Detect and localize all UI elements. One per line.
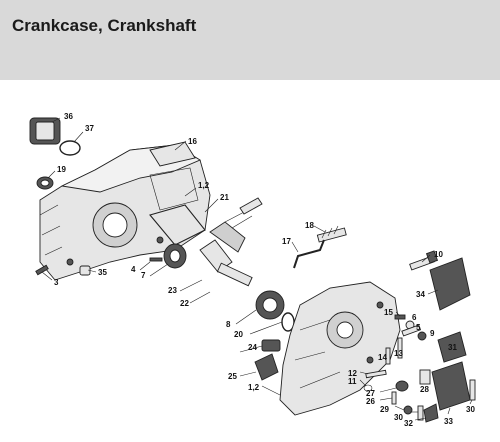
callout-31: 31	[448, 343, 457, 352]
callout-22: 22	[180, 299, 189, 308]
callout-24: 24	[248, 343, 257, 352]
callout-18: 18	[305, 221, 314, 230]
part-34-cover	[429, 257, 471, 311]
callout-11: 11	[348, 377, 357, 386]
part-19-seal	[36, 176, 54, 190]
callout-4: 4	[131, 265, 136, 274]
part-17-rod	[293, 239, 325, 269]
callout-32: 32	[404, 419, 413, 428]
part-21-gasket	[149, 204, 206, 246]
part-9-nut	[417, 331, 427, 341]
part-5-bolt	[401, 324, 422, 337]
exploded-parts-diagram: 36 37 19 16 1,2 21 18 17 10 4 7 3 35 23 …	[29, 112, 476, 428]
callout-14: 14	[378, 353, 387, 362]
callout-25: 25	[228, 372, 237, 381]
callout-12: 12	[348, 369, 357, 378]
callout-1-2-bottom: 1,2	[248, 383, 260, 392]
part-15-pin	[394, 314, 406, 320]
callout-9: 9	[430, 329, 435, 338]
part-37-o-ring	[59, 140, 81, 156]
callout-30-b: 30	[466, 405, 475, 414]
part-16-plate	[149, 141, 196, 167]
callout-19: 19	[57, 165, 66, 174]
callout-6: 6	[412, 313, 417, 322]
part-33-cover	[431, 361, 471, 411]
callout-36: 36	[64, 112, 73, 121]
callout-20: 20	[234, 330, 243, 339]
part-3-screw	[35, 264, 49, 276]
callout-29: 29	[380, 405, 389, 414]
callout-8: 8	[226, 320, 231, 329]
callout-16: 16	[188, 137, 197, 146]
part-4-pin	[149, 257, 163, 262]
crankcase-right-half	[279, 281, 401, 416]
callout-23: 23	[168, 286, 177, 295]
callout-17: 17	[282, 237, 291, 246]
part-30-screw	[417, 405, 424, 421]
callout-35: 35	[98, 268, 107, 277]
part-29-washer	[403, 405, 413, 415]
callout-28: 28	[420, 385, 429, 394]
crankshaft	[199, 197, 263, 287]
part-25-bracket	[254, 353, 279, 381]
part-11-washer	[363, 384, 373, 392]
part-30-screw-b	[469, 379, 476, 401]
page-title: Crankcase, Crankshaft	[12, 16, 197, 35]
callout-27: 27	[366, 389, 375, 398]
part-31-cover	[437, 331, 467, 363]
part-8-bearing	[255, 290, 285, 320]
part-13-bolt	[397, 337, 403, 359]
callout-37: 37	[85, 124, 94, 133]
part-36	[29, 117, 61, 145]
callout-13: 13	[394, 349, 403, 358]
callout-15: 15	[384, 308, 393, 317]
part-27-adjuster	[395, 380, 409, 392]
part-12-bolt	[365, 369, 387, 379]
part-18-stud	[316, 225, 347, 243]
part-35-plug	[79, 265, 91, 276]
part-28-spacer	[419, 369, 431, 385]
callout-5: 5	[416, 323, 421, 332]
callout-30-a: 30	[394, 413, 403, 422]
callout-10: 10	[434, 250, 443, 259]
part-26-screw	[391, 391, 397, 405]
callout-21: 21	[220, 193, 229, 202]
part-24-block	[261, 339, 281, 352]
page-header: Crankcase, Crankshaft	[0, 0, 500, 80]
part-7-bearing	[163, 243, 187, 269]
callout-26: 26	[366, 397, 375, 406]
part-32-clip	[423, 403, 439, 423]
callout-3: 3	[54, 278, 59, 287]
part-14-bolt	[385, 347, 391, 365]
callout-34: 34	[416, 290, 425, 299]
callout-1-2-top: 1,2	[198, 181, 210, 190]
callout-7: 7	[141, 271, 146, 280]
callout-33: 33	[444, 417, 453, 426]
part-10-screw	[409, 250, 439, 271]
leader-lines	[41, 117, 473, 421]
callout-labels: 36 37 19 16 1,2 21 18 17 10 4 7 3 35 23 …	[54, 112, 475, 428]
